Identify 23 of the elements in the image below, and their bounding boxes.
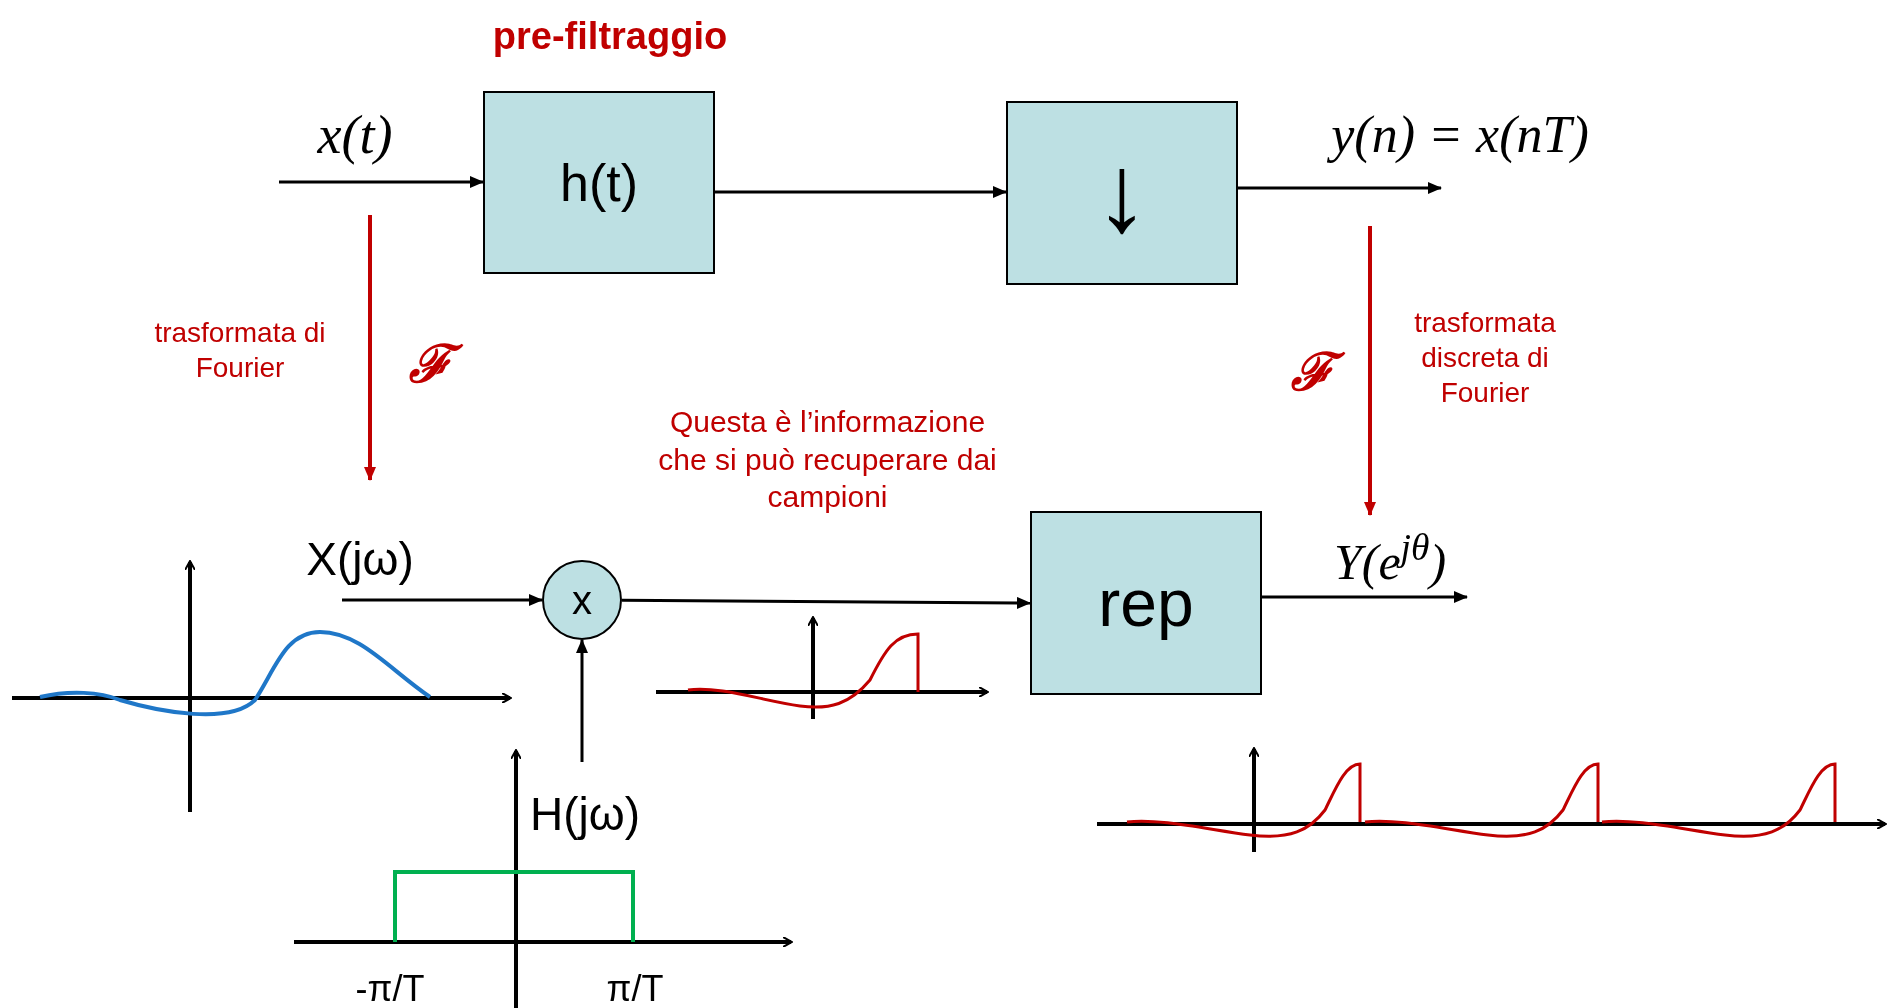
annotation-text: Questa è l’informazione che si può recuperare dai campioni xyxy=(657,404,998,515)
arrow xyxy=(279,176,484,188)
arrow xyxy=(364,215,376,481)
signal-label: H(jω) xyxy=(530,787,641,842)
arrow xyxy=(576,639,588,762)
annotation-text: trasformata di Fourier xyxy=(153,316,327,385)
arrow xyxy=(342,594,543,606)
downsampler-box: ↓ xyxy=(1006,101,1238,285)
tick-label: π/T xyxy=(605,967,665,1008)
arrow xyxy=(1262,591,1468,603)
arrow xyxy=(622,596,1031,609)
signal-label: x(t) xyxy=(290,100,420,170)
arrow xyxy=(715,186,1007,198)
replication-box: rep xyxy=(1030,511,1262,695)
arrow xyxy=(1238,182,1442,194)
fourier-symbol: ℱ xyxy=(395,325,465,403)
arrow xyxy=(1364,226,1376,516)
tick-label: -π/T xyxy=(354,967,426,1008)
filter-box: h(t) xyxy=(483,91,715,274)
signal-label: y(n) = x(nT) xyxy=(1270,100,1650,170)
annotation-text: trasformata discreta di Fourier xyxy=(1413,306,1557,410)
caption-text: pre-filtraggio xyxy=(491,14,729,59)
fourier-symbol: ℱ xyxy=(1277,333,1347,411)
